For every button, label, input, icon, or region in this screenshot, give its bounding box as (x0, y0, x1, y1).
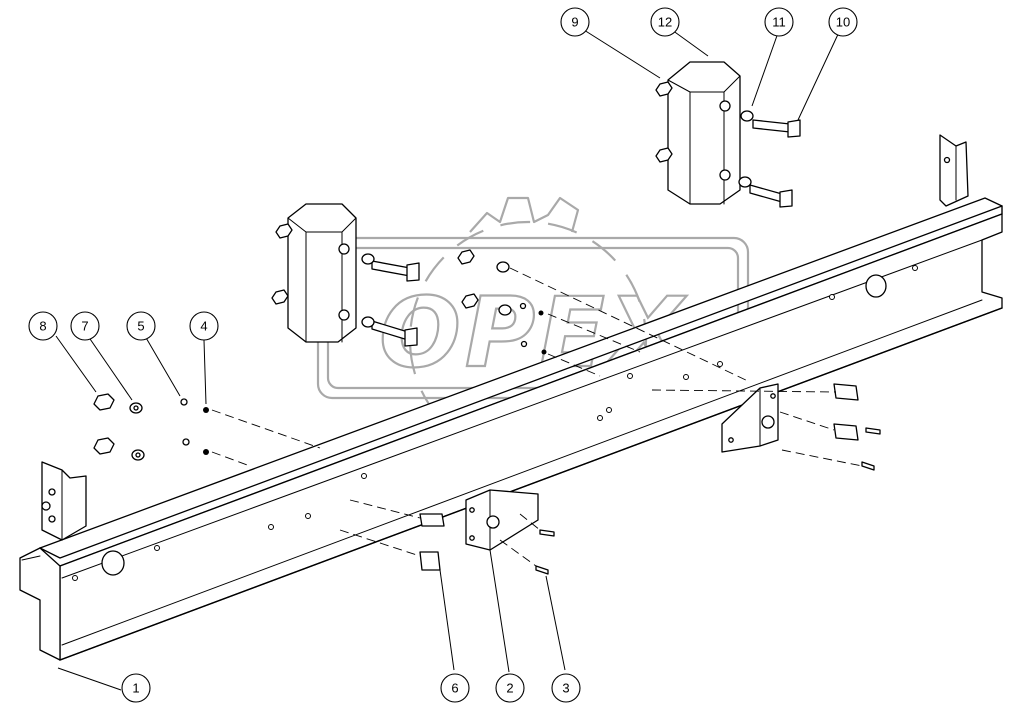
callout-9: 9 (560, 7, 590, 37)
callout-6: 6 (440, 673, 470, 703)
callout-4: 4 (189, 311, 219, 341)
callout-label: 10 (836, 15, 850, 30)
callout-7: 7 (70, 311, 100, 341)
callout-5: 5 (126, 311, 156, 341)
callout-10: 10 (828, 7, 858, 37)
callout-label: 9 (571, 15, 578, 30)
beam-hole (865, 274, 887, 298)
callout-label: 6 (451, 681, 458, 696)
main-beam (19, 197, 1003, 661)
hardware (93, 81, 754, 461)
buffer-upper (667, 61, 741, 205)
callout-label: 11 (772, 15, 786, 30)
callout-label: 3 (562, 681, 569, 696)
callouts: 1 2 3 4 5 6 7 8 (28, 7, 858, 703)
callout-label: 7 (81, 319, 88, 334)
right-bracket (721, 383, 779, 453)
beam-hole (101, 550, 125, 576)
callout-label: 12 (658, 15, 672, 30)
assembly-lines (211, 267, 863, 567)
callout-label: 2 (506, 681, 513, 696)
callout-label: 5 (137, 319, 144, 334)
callout-label: 4 (200, 319, 207, 334)
callout-label: 1 (132, 681, 139, 696)
left-end-plate (41, 461, 87, 541)
callout-11: 11 (764, 7, 794, 37)
callout-12: 12 (650, 7, 680, 37)
right-end-plate (939, 134, 969, 207)
callout-label: 8 (39, 319, 46, 334)
center-bracket (465, 489, 539, 551)
callout-3: 3 (551, 673, 581, 703)
callout-8: 8 (28, 311, 58, 341)
callout-1: 1 (121, 673, 151, 703)
bolts (371, 119, 881, 575)
callout-2: 2 (495, 673, 525, 703)
leader-lines (55, 29, 841, 691)
buffer-lower (287, 203, 357, 343)
